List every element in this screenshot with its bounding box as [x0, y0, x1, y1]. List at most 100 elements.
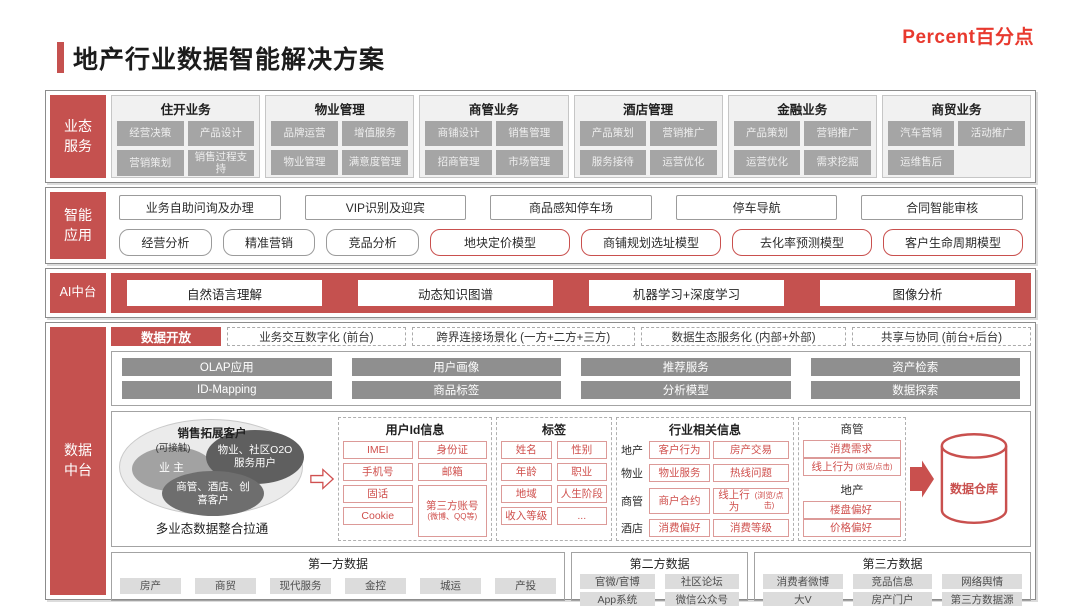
app-scenario-box: 合同智能审核 — [861, 195, 1023, 220]
industry-row-label: 商管 — [621, 495, 643, 508]
industry-chip: 客户行为 — [649, 441, 710, 459]
business-group-items: 产品策划营销推广服务接待运营优化 — [579, 121, 717, 175]
industry-row-label: 地产 — [621, 445, 643, 457]
app-analysis-pill: 经营分析 — [119, 229, 212, 256]
business-item-chip: 经营决策 — [117, 121, 184, 146]
data-open-tab: 数据开放 — [111, 327, 221, 346]
tag-chip: 收入等级 — [501, 507, 552, 525]
industry-row: 商管 商户合约线上行为(浏览/点击) — [621, 487, 789, 514]
page-title: 地产行业数据智能解决方案 — [73, 46, 386, 74]
tags-col2: 性别职业人生阶段... — [556, 441, 607, 537]
first-party-chip: 商贸 — [195, 577, 257, 594]
industry-chip: 商户合约 — [649, 487, 710, 514]
data-warehouse: 数据仓库 — [938, 428, 1010, 530]
first-party-chip: 城运 — [420, 577, 482, 594]
third-party-chip: 第三方数据源 — [942, 592, 1022, 606]
industry-row: 地产 客户行为房产交易 — [621, 441, 789, 459]
business-group-items: 商铺设计销售管理招商管理市场管理 — [425, 121, 563, 175]
data-flow-box: 销售拓展客户 (可接触) 业主 物业、社区O2O服务用户 商管、酒店、创喜客户 … — [111, 411, 1031, 547]
app-scenario-box: 商品感知停车场 — [490, 195, 652, 220]
third-party-chip: 房产门户 — [852, 592, 933, 606]
flow-arrow-solid-icon — [910, 460, 934, 498]
industry-row: 物业 物业服务热线问题 — [621, 464, 789, 483]
data-service-bar: 数据探索 — [810, 381, 1020, 399]
tag-chip: 性别 — [556, 441, 607, 459]
user-id-chip: 手机号 — [343, 463, 413, 481]
business-group: 物业管理 品牌运营增值服务物业管理满意度管理 — [265, 95, 415, 178]
business-item-chip: 产品设计 — [187, 121, 255, 146]
database-cylinder-icon — [940, 433, 1008, 524]
business-item-chip: 运维售后 — [887, 150, 955, 175]
data-open-chip: 跨界连接场景化 (一方+二方+三方) — [411, 327, 635, 346]
data-open-chip: 业务交互数字化 (前台) — [227, 327, 406, 346]
business-group: 金融业务 产品策划营销推广运营优化需求挖掘 — [727, 95, 877, 178]
tags-col1: 姓名年龄地域收入等级 — [501, 441, 552, 537]
band-label-business: 业态服务 — [50, 95, 106, 178]
business-group: 商贸业务 汽车营销活动推广运维售后 — [881, 95, 1032, 178]
venn-subtitle: (可接触) — [155, 443, 191, 454]
title-accent-bar — [57, 42, 64, 73]
preference-chip: 线上行为(浏览/点击) — [803, 458, 901, 476]
app-model-pill: 去化率预测模型 — [732, 229, 872, 256]
user-id-chip: IMEI — [343, 441, 413, 459]
business-item-chip: 市场管理 — [495, 150, 563, 175]
third-party-chip: 网络舆情 — [942, 574, 1022, 589]
app-analysis-pill: 精准营销 — [222, 229, 316, 256]
venn-caption: 多业态数据整合拉通 — [155, 522, 269, 536]
apps-analysis-group: 经营分析精准营销竞品分析 — [119, 229, 420, 256]
venn-hotel-ellipse: 商管、酒店、创喜客户 — [162, 471, 264, 516]
tag-chip: 年龄 — [501, 463, 552, 481]
ai-capability-box: 图像分析 — [820, 280, 1015, 306]
tag-chip: 人生阶段 — [556, 485, 607, 503]
business-group: 住开业务 经营决策产品设计营销策划销售过程支持 — [111, 95, 261, 178]
business-item-chip: 营销策划 — [117, 150, 184, 177]
business-group-items: 产品策划营销推广运营优化需求挖掘 — [733, 121, 871, 175]
business-group-title: 住开业务 — [160, 103, 211, 117]
tag-chip: 职业 — [556, 463, 607, 481]
user-id-chip: 第三方账号(微博、QQ等) — [417, 485, 487, 537]
business-item-chip: 运营优化 — [650, 150, 717, 175]
tag-chip: 姓名 — [501, 441, 552, 459]
industry-chip: 房产交易 — [713, 441, 789, 459]
data-platform-content: 数据开放 业务交互数字化 (前台)跨界连接场景化 (一方+二方+三方)数据生态服… — [111, 327, 1031, 606]
data-service-bar: 用户画像 — [351, 358, 561, 376]
ai-capability-box: 机器学习+深度学习 — [589, 280, 784, 306]
app-scenario-box: 停车导航 — [675, 195, 838, 220]
preference-section-title: 地产 — [840, 485, 864, 497]
tag-chip: ... — [556, 507, 607, 525]
second-party-chip: 社区论坛 — [664, 574, 740, 589]
preference-box: 商管 消费需求线上行为(浏览/点击) 地产 楼盘偏好价格偏好 — [798, 417, 906, 541]
ai-capability-box: 自然语言理解 — [127, 280, 322, 306]
business-group: 酒店管理 产品策划营销推广服务接待运营优化 — [573, 95, 723, 178]
business-item-chip: 产品策划 — [579, 121, 647, 146]
ai-capability-box: 动态知识图谱 — [358, 280, 553, 306]
app-model-pill: 客户生命周期模型 — [883, 229, 1023, 256]
tag-chip: 地域 — [501, 485, 552, 503]
band-label-apps: 智能应用 — [50, 192, 106, 259]
app-model-pill: 地块定价模型 — [430, 229, 570, 256]
industry-chip: 物业服务 — [649, 464, 710, 483]
business-group-title: 金融业务 — [777, 103, 828, 117]
preference-section: 商管 消费需求线上行为(浏览/点击) — [803, 421, 901, 476]
app-model-pill: 商铺规划选址模型 — [581, 229, 721, 256]
third-party-chip: 大V — [763, 592, 843, 606]
data-open-chip: 共享与协同 (前台+后台) — [852, 327, 1031, 346]
business-group-title: 物业管理 — [314, 103, 365, 117]
app-analysis-pill: 竞品分析 — [326, 229, 420, 256]
business-item-chip: 产品策划 — [733, 121, 801, 146]
business-group-items: 品牌运营增值服务物业管理满意度管理 — [271, 121, 409, 175]
preference-section-title: 商管 — [840, 424, 864, 436]
data-service-bar: 分析模型 — [581, 381, 791, 399]
first-party-chip: 金控 — [345, 577, 407, 594]
data-service-bar: ID-Mapping — [122, 381, 332, 399]
business-group-items: 汽车营销活动推广运维售后 — [887, 121, 1026, 175]
band-business-services: 业态服务 住开业务 经营决策产品设计营销策划销售过程支持 物业管理 品牌运营增值… — [45, 90, 1036, 183]
preference-chip: 楼盘偏好 — [803, 501, 901, 519]
preference-chip: 价格偏好 — [803, 519, 901, 537]
industry-chip: 热线问题 — [713, 464, 789, 483]
business-item-chip: 销售过程支持 — [187, 150, 255, 177]
